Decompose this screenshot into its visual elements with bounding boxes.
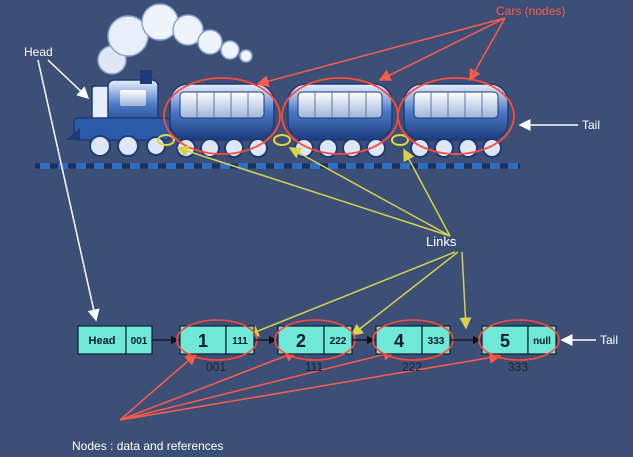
head-to-list-arrow	[37, 59, 100, 322]
head-box-label: Head	[89, 335, 116, 347]
train-car	[397, 77, 515, 158]
node-value: 2	[296, 331, 306, 351]
node-address: 222	[402, 360, 422, 374]
nodes-arrow-1	[119, 353, 198, 421]
track-sleeper	[418, 163, 428, 169]
nodes-arrow-4	[119, 351, 502, 421]
track-sleeper	[508, 163, 518, 169]
track-sleeper	[382, 163, 392, 169]
node-next-pointer: 222	[330, 336, 347, 347]
list-node: 4 333 222	[372, 319, 482, 374]
track-sleeper	[292, 163, 302, 169]
track-sleeper	[202, 163, 212, 169]
track-sleeper	[400, 163, 410, 169]
node-highlight-ellipse	[478, 319, 560, 361]
node-address: 001	[206, 360, 226, 374]
track-sleeper	[274, 163, 284, 169]
track-sleeper	[310, 163, 320, 169]
track-sleeper	[76, 163, 86, 169]
car-highlight-ellipse	[397, 77, 515, 155]
links-label: Links	[426, 234, 457, 249]
link-arrow-train-2	[288, 147, 451, 237]
couplings	[157, 134, 409, 146]
track-sleeper	[166, 163, 176, 169]
car-highlight-ellipse	[163, 77, 281, 155]
head-label: Head	[24, 45, 53, 59]
cars-arrow-1	[256, 17, 506, 88]
track-sleeper	[112, 163, 122, 169]
tail-bottom-label: Tail	[600, 333, 618, 347]
list-node: 5 null 333	[478, 319, 560, 374]
node-value: 5	[500, 331, 510, 351]
track-sleeper	[364, 163, 374, 169]
track-sleeper	[436, 163, 446, 169]
train-car	[281, 77, 399, 158]
smoke-puffs	[97, 3, 253, 75]
link-arrow-list-3	[459, 251, 472, 330]
link-arrow-list-1	[246, 251, 456, 337]
track-sleeper	[238, 163, 248, 169]
cars-arrow-3	[469, 17, 506, 82]
link-arrow-train-1	[176, 145, 451, 237]
train-cars	[163, 77, 515, 158]
nodes-arrow-2	[119, 350, 298, 421]
head-box-pointer: 001	[131, 336, 148, 347]
track-sleeper	[220, 163, 230, 169]
node-address: 333	[508, 360, 528, 374]
track-sleeper	[490, 163, 500, 169]
track-sleeper	[328, 163, 338, 169]
track-sleeper	[184, 163, 194, 169]
rail-track	[35, 163, 520, 169]
node-next-pointer: 111	[232, 336, 248, 347]
node-next-pointer: 333	[428, 336, 445, 347]
node-next-pointer: null	[533, 336, 551, 347]
track-sleeper	[346, 163, 356, 169]
node-value: 4	[394, 331, 404, 351]
track-sleeper	[40, 163, 50, 169]
track-sleeper	[256, 163, 266, 169]
nodes-arrow-3	[119, 348, 396, 421]
head-to-locomotive-arrow	[47, 59, 90, 100]
cars-arrow-2	[378, 17, 506, 81]
track-sleeper	[454, 163, 464, 169]
tail-top-label: Tail	[582, 118, 600, 132]
track-sleeper	[130, 163, 140, 169]
node-value: 1	[198, 331, 208, 351]
track-sleeper	[94, 163, 104, 169]
train-illustration	[35, 3, 520, 169]
cars-nodes-label: Cars (nodes)	[496, 4, 565, 18]
head-box: Head 001	[77, 325, 180, 355]
node-address: 111	[305, 360, 324, 374]
annotation-arrows	[37, 17, 596, 421]
train-car	[163, 77, 281, 158]
track-sleeper	[472, 163, 482, 169]
track-sleeper	[148, 163, 158, 169]
track-sleeper	[58, 163, 68, 169]
nodes-caption: Nodes : data and references	[72, 439, 223, 453]
locomotive	[66, 70, 171, 157]
link-arrow-list-2	[350, 251, 459, 336]
link-arrow-train-3	[403, 148, 451, 237]
